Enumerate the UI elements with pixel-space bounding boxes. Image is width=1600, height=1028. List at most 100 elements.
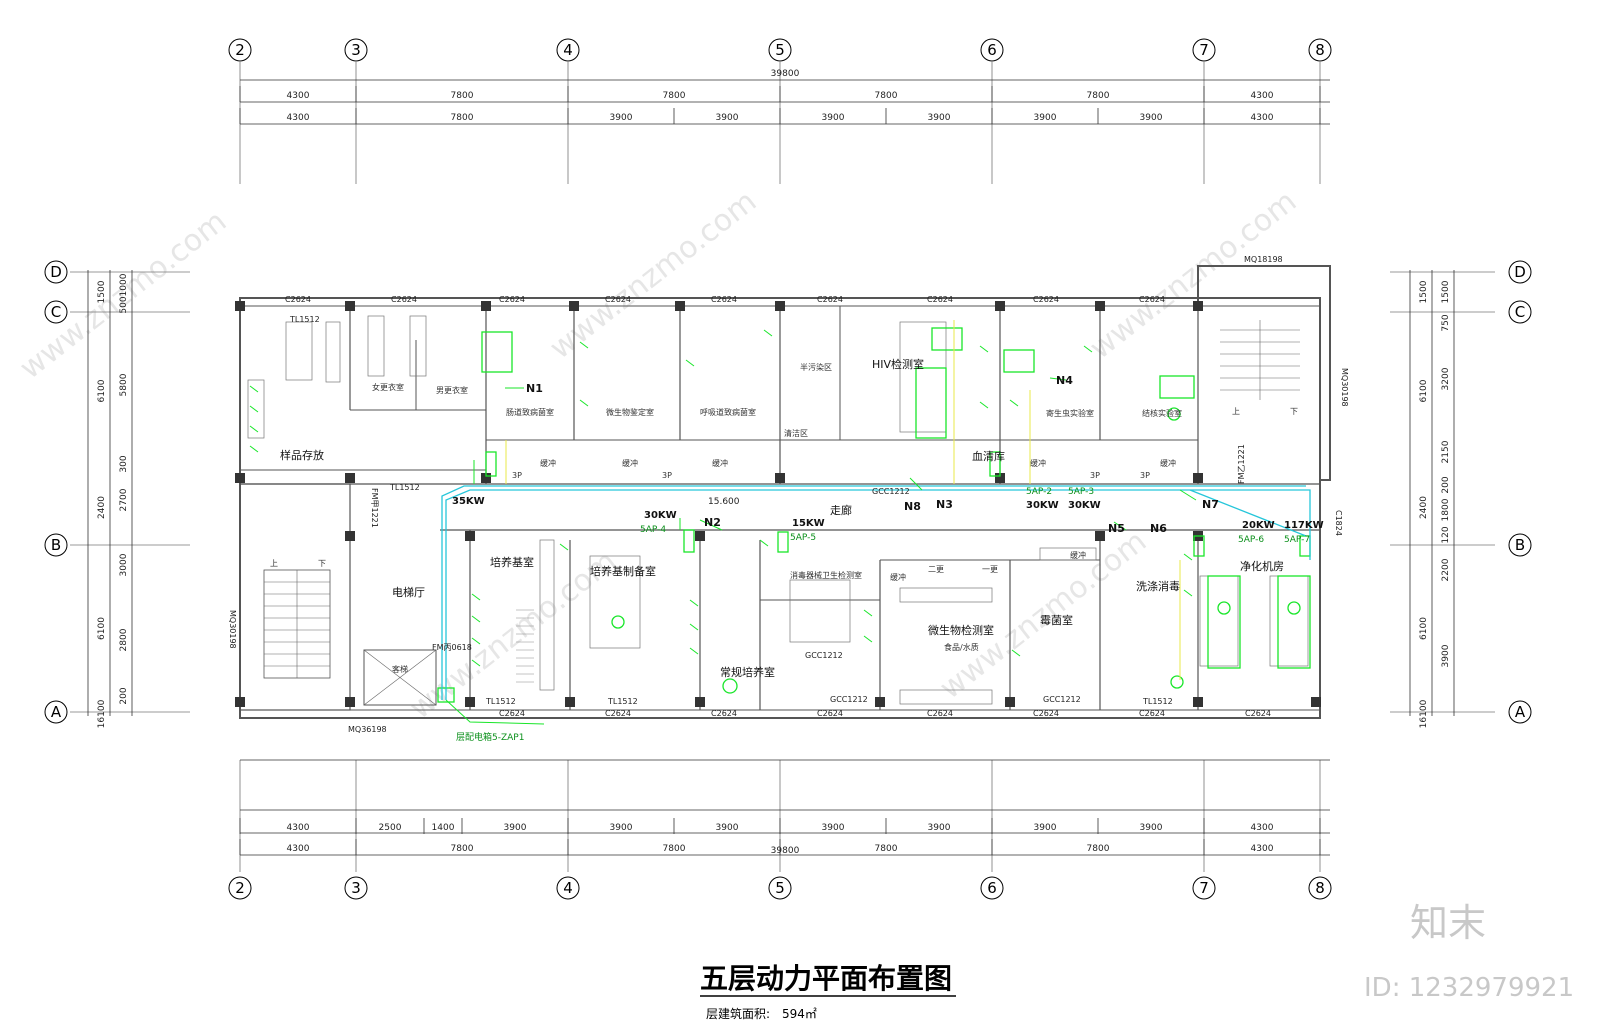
room-culture-prep: 培养基制备室: [590, 564, 656, 578]
axis-bubble-C-left: C: [44, 300, 68, 324]
stair-up-left: 上: [270, 559, 278, 568]
circuit-n3: N3: [936, 498, 953, 511]
dim-text: 3900: [610, 113, 633, 123]
panel-5ap6: 5AP-6: [1238, 535, 1264, 545]
door-mq30198-right: MQ30198: [1340, 368, 1349, 407]
side-dim-text: 1000: [119, 273, 129, 296]
window-label-top: C2624: [391, 295, 417, 304]
circuit-leaders: [445, 377, 1197, 725]
circuit-n2: N2: [704, 516, 721, 529]
structural-columns: [235, 301, 1321, 707]
drawing-title: 五层动力平面布置图: [700, 962, 952, 995]
side-dim-text: 3900: [1441, 644, 1451, 667]
yellow-conduits: [505, 320, 1181, 680]
dim-text: 7800: [875, 91, 898, 101]
room-food-water: 食品/水质: [944, 642, 979, 652]
panel-5ap7: 5AP-7: [1284, 535, 1310, 545]
axis-bubble-5-bottom: 5: [768, 876, 792, 900]
dim-text: 3900: [822, 113, 845, 123]
brand-logo: 知末: [1410, 901, 1486, 945]
feeder-cables-cyan: [441, 485, 1311, 700]
dim-text: 4300: [287, 844, 310, 854]
power-30kw-b: 30KW: [1026, 500, 1059, 511]
area-value: 594㎡: [782, 1007, 817, 1021]
side-dim-text: 6100: [1419, 379, 1429, 402]
power-20kw: 20KW: [1242, 520, 1275, 531]
door-tl1512-b: TL1512: [389, 483, 420, 492]
side-dim-text: 2200: [1441, 558, 1451, 581]
axis-label: C: [1515, 303, 1525, 321]
dim-text: 4300: [1251, 113, 1274, 123]
circuit-n1: N1: [526, 382, 543, 395]
door-mq30198-left: MQ30198: [228, 610, 237, 649]
door-gcc1212-c: GCC1212: [830, 695, 868, 704]
dim-text: 1400: [432, 823, 455, 833]
room-disinfect-lab: 消毒器械卫生检测室: [790, 570, 862, 580]
axis-bubble-A-left: A: [44, 700, 68, 724]
room-regular-culture: 常规培养室: [720, 665, 775, 679]
axis-label: 3: [351, 879, 361, 897]
power-35kw: 35KW: [452, 496, 485, 507]
axis-label: D: [1514, 263, 1526, 281]
elevator-shaft-label: 客梯: [392, 664, 408, 674]
building-walls: [239, 265, 1331, 719]
door-mq36198: MQ36198: [348, 725, 387, 734]
axis-label: 7: [1199, 41, 1209, 59]
dim-text: 4300: [287, 91, 310, 101]
power-30kw-a: 30KW: [644, 510, 677, 521]
side-dim-text: 6100: [97, 617, 107, 640]
room-clean-area: 清洁区: [784, 428, 808, 438]
axis-label: A: [1515, 703, 1526, 721]
side-dim-text: 750: [1441, 314, 1451, 331]
axis-bubble-6-bottom: 6: [980, 876, 1004, 900]
circuit-n7: N7: [1202, 498, 1219, 511]
axis-label: 8: [1315, 879, 1325, 897]
breaker-3p-2: 3P: [662, 471, 672, 480]
side-dim-text: 1500: [1441, 280, 1451, 303]
side-dimension-lines: [87, 270, 1455, 716]
axis-label: D: [50, 263, 62, 281]
axis-bubble-5-top: 5: [768, 38, 792, 62]
axis-bubble-7-bottom: 7: [1192, 876, 1216, 900]
axis-label: 2: [235, 41, 245, 59]
window-label-bottom: C2624: [711, 709, 737, 718]
dim-text: 7800: [1087, 91, 1110, 101]
axis-label: 2: [235, 879, 245, 897]
side-dim-texts: 1500610024006100161001000500580030027003…: [97, 273, 1451, 728]
dim-text: 7800: [1087, 844, 1110, 854]
side-dim-text: 200: [1441, 476, 1451, 493]
room-blood-bank: 血清库: [972, 449, 1005, 463]
room-male-locker: 男更衣室: [436, 385, 468, 395]
axis-label: 6: [987, 879, 997, 897]
window-label-top: C2624: [1033, 295, 1059, 304]
door-fm1221-right: FM乙1221: [1237, 444, 1246, 484]
dim-text: 3900: [716, 823, 739, 833]
axis-bubble-C-right: C: [1508, 300, 1532, 324]
watermark-site-2: www.znzmo.com: [543, 184, 763, 366]
watermark-site-3: www.znzmo.com: [1083, 184, 1303, 366]
axis-bubble-3-top: 3: [344, 38, 368, 62]
door-mq18198: MQ18198: [1244, 255, 1283, 264]
stair-up-right: 上: [1232, 407, 1240, 416]
dim-text: 7800: [663, 91, 686, 101]
window-label-bottom: C2624: [605, 709, 631, 718]
feed-panel-label: 层配电箱5-ZAP1: [456, 731, 524, 743]
side-dim-text: 3000: [119, 553, 129, 576]
green-outlet-symbols: [249, 329, 1193, 667]
dim-text: 3900: [822, 823, 845, 833]
door-tl1512-c: TL1512: [485, 697, 516, 706]
side-dim-text: 1500: [1419, 280, 1429, 303]
brand-id: ID: 1232979921: [1364, 973, 1574, 1003]
axis-bubble-B-left: B: [44, 533, 68, 557]
breaker-3p-4: 3P: [1140, 471, 1150, 480]
lab-equipment: [247, 315, 1309, 705]
axis-bubble-A-right: A: [1508, 700, 1532, 724]
window-label-top: C2624: [817, 295, 843, 304]
door-gcc1212-a: GCC1212: [872, 487, 910, 496]
room-intestinal-lab: 肠道致病菌室: [506, 407, 554, 417]
room-resp-lab: 呼吸道致病菌室: [700, 407, 756, 417]
axis-bubble-3-bottom: 3: [344, 876, 368, 900]
